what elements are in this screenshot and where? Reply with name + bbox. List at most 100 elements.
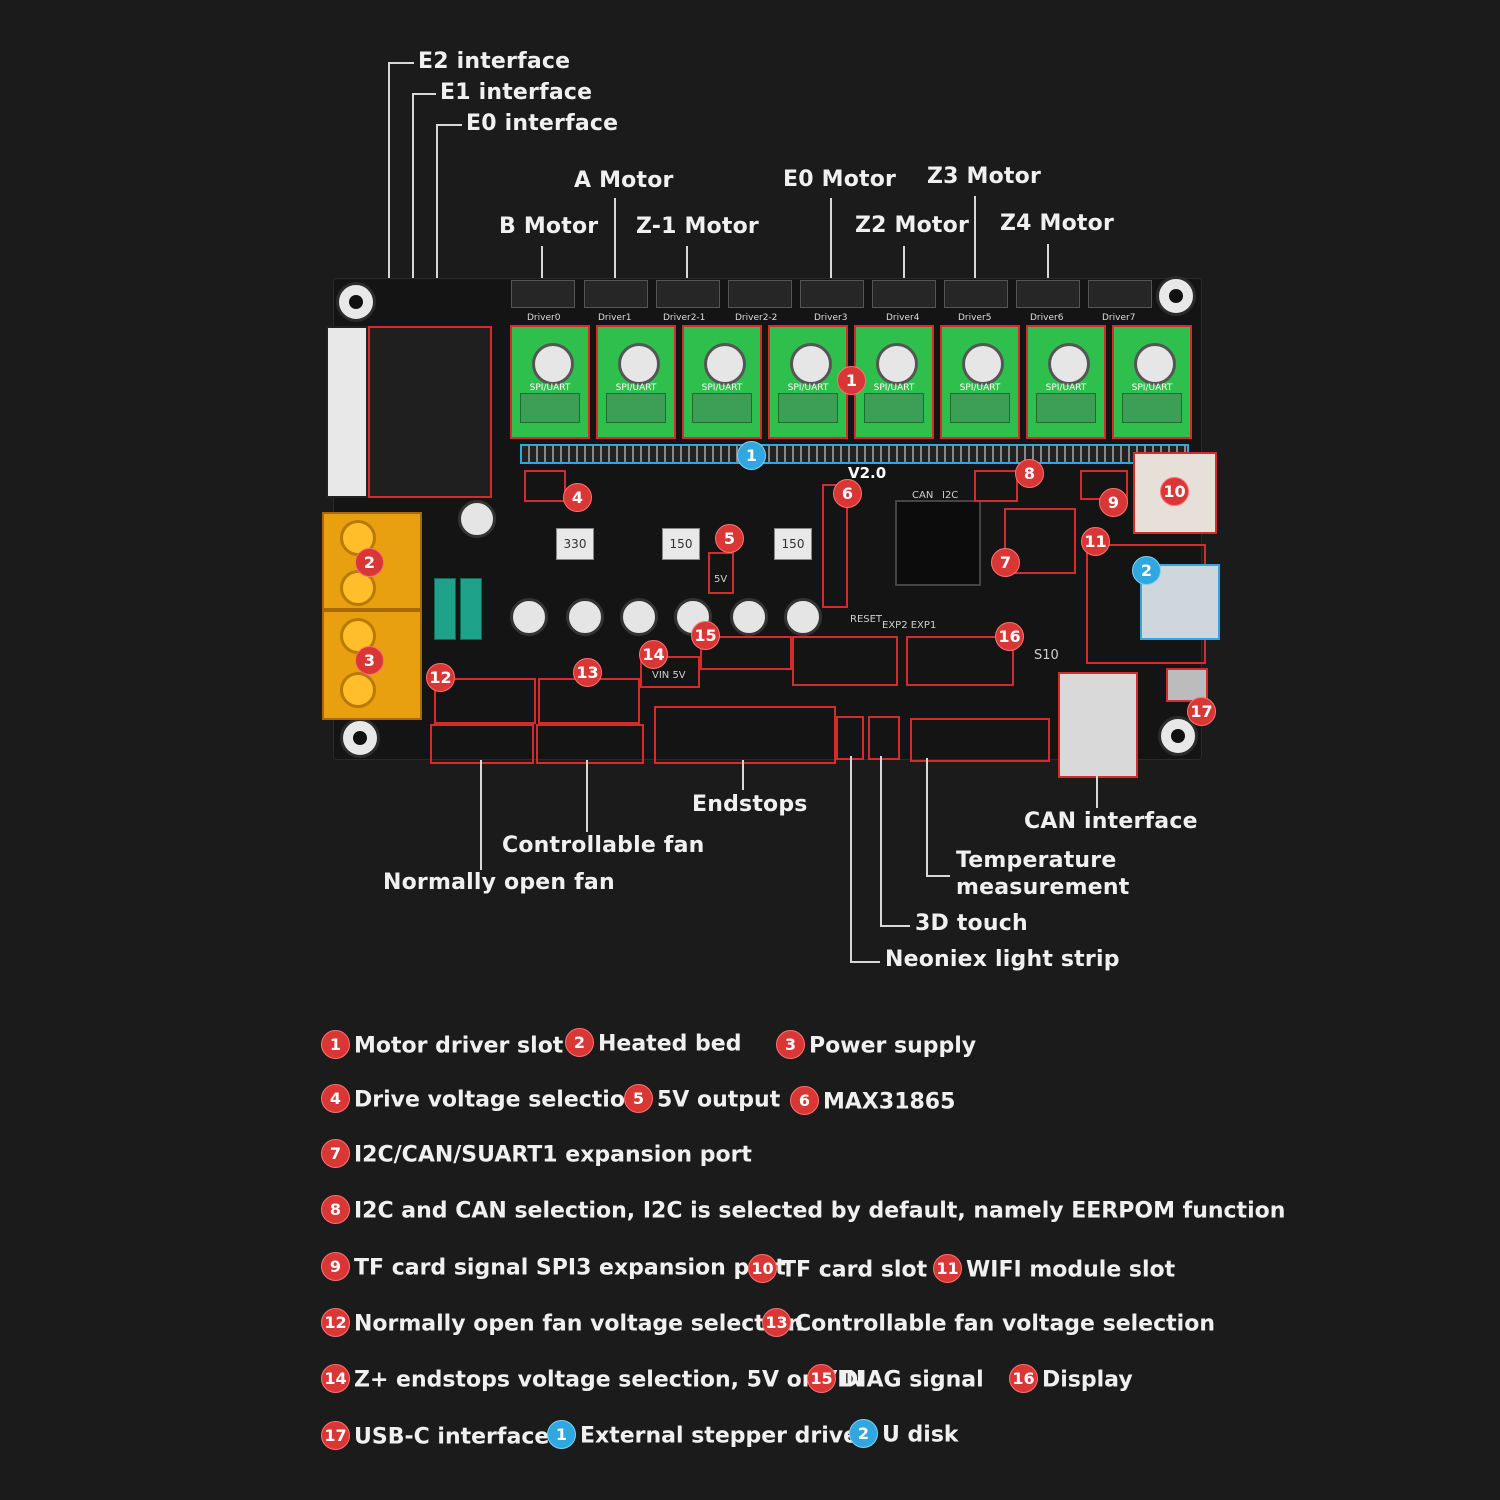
mounting-hole-bottom-left: [340, 718, 380, 758]
legend-text: I2C and CAN selection, I2C is selected b…: [354, 1198, 1286, 1224]
label-temperature-line1: Temperature: [956, 848, 1117, 873]
legend-badge: 15: [807, 1364, 836, 1393]
temperature-connector-box: [910, 718, 1050, 762]
leader-e1-v: [412, 93, 414, 308]
stepper-driver-module: SPI/UART: [510, 325, 590, 439]
legend-text: Drive voltage selection: [354, 1087, 641, 1113]
label-a-motor: A Motor: [574, 168, 674, 193]
badge-max31865: 6: [833, 479, 862, 508]
diag-jumper-box: [700, 636, 792, 670]
leader-can: [1096, 774, 1098, 808]
motor-connector-driver4: [872, 280, 936, 308]
label-endstops: Endstops: [692, 792, 808, 817]
label-z3-motor: Z3 Motor: [927, 164, 1042, 189]
legend-text: MAX31865: [823, 1089, 956, 1115]
legend-badge: 3: [776, 1030, 805, 1059]
leader-e0: [436, 124, 462, 126]
legend-badge-blue: 2: [849, 1419, 878, 1448]
drive-voltage-jumper-box: [524, 470, 566, 502]
inductor: 330: [556, 528, 594, 560]
stepper-driver-module: SPI/UART: [1026, 325, 1106, 439]
legend-badge: 8: [321, 1195, 350, 1224]
legend-text: 5V output: [657, 1087, 781, 1113]
leader-controllable-fan: [586, 760, 588, 832]
stepper-driver-module: SPI/UART: [768, 325, 848, 439]
driver-label: Driver3: [814, 313, 848, 323]
legend-badge: 11: [933, 1254, 962, 1283]
leader-endstops: [742, 760, 744, 790]
label-z2-motor: Z2 Motor: [855, 213, 970, 238]
label-b-motor: B Motor: [499, 214, 599, 239]
leader-normally-open-fan: [480, 760, 482, 870]
badge-normally-open-fan-voltage: 12: [426, 663, 455, 692]
external-stepper-header: [520, 444, 1189, 464]
capacitor: [458, 500, 496, 538]
motor-connector-driver0: [511, 280, 575, 308]
badge-spi3: 9: [1099, 488, 1128, 517]
label-temperature-line2: measurement: [956, 875, 1130, 900]
leader-z4-motor: [1047, 244, 1049, 280]
mosfet-area: [368, 326, 492, 498]
legend-text: WIFI module slot: [966, 1257, 1176, 1283]
legend-text: Display: [1042, 1367, 1133, 1393]
driver-label: Driver4: [886, 313, 920, 323]
legend-badge: 14: [321, 1364, 350, 1393]
motor-connector-driver2-2: [728, 280, 792, 308]
leader-a-motor: [614, 198, 616, 280]
leader-z3-motor: [974, 196, 976, 280]
badge-z-endstop-voltage: 14: [639, 640, 668, 669]
leader-3d-touch-h: [880, 925, 910, 927]
legend-text: Power supply: [809, 1033, 977, 1059]
driver-label: Driver2-2: [735, 313, 778, 323]
legend-text: Motor driver slot: [354, 1033, 564, 1059]
i2c-can-select-box: [974, 470, 1018, 502]
leader-e1: [412, 93, 436, 95]
motor-connector-driver2-1: [656, 280, 720, 308]
microcontroller-chip: [895, 500, 981, 586]
driver-label: Driver0: [527, 313, 561, 323]
badge-diag: 15: [691, 621, 720, 650]
endstops-connector-box: [654, 706, 836, 764]
legend-text: U disk: [882, 1422, 959, 1448]
heater-terminal-block: [326, 326, 368, 498]
legend-badge: 7: [321, 1139, 350, 1168]
stepper-driver-module: SPI/UART: [682, 325, 762, 439]
legend-badge: 12: [321, 1308, 350, 1337]
badge-motor-driver-slot: 1: [837, 366, 866, 395]
badge-power-supply: 3: [355, 646, 384, 675]
legend-badge: 13: [762, 1308, 791, 1337]
leader-z2-motor: [903, 246, 905, 280]
legend-badge-blue: 1: [547, 1420, 576, 1449]
badge-tf-card: 10: [1160, 477, 1189, 506]
capacitor: [730, 598, 768, 636]
label-e1-interface: E1 interface: [440, 80, 593, 105]
board-version: V2.0: [848, 464, 887, 482]
stepper-driver-module: SPI/UART: [596, 325, 676, 439]
legend-text: I2C/CAN/SUART1 expansion port: [354, 1142, 752, 1168]
label-3d-touch: 3D touch: [915, 911, 1028, 936]
capacitor: [510, 598, 548, 636]
legend-badge: 5: [624, 1084, 653, 1113]
label-z4-motor: Z4 Motor: [1000, 211, 1115, 236]
legend-badge: 6: [790, 1086, 819, 1115]
label-neopixel: Neoniex light strip: [885, 947, 1120, 972]
label-e2-interface: E2 interface: [418, 49, 571, 74]
legend-badge: 9: [321, 1252, 350, 1281]
label-can-interface: CAN interface: [1024, 809, 1198, 834]
silk-can: CAN: [912, 490, 934, 501]
inductor: 150: [662, 528, 700, 560]
legend-badge: 1: [321, 1030, 350, 1059]
leader-neopixel-v: [850, 756, 852, 962]
leader-neopixel-h: [850, 961, 880, 963]
leader-3d-touch-v: [880, 756, 882, 926]
screw-icon: [340, 672, 376, 708]
